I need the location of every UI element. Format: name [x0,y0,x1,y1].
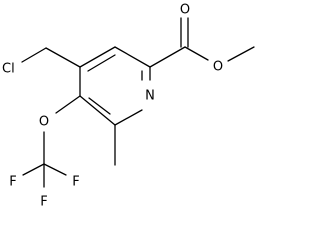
bond-c6-c5-inner [88,97,111,115]
bond-c4-ch2 [45,47,81,68]
fluorine-left-label: F [9,175,16,190]
fluorine-right-label: F [72,175,79,190]
bond-c3-c2 [114,46,151,68]
bond-n-c6 [114,109,143,126]
bond-c2-carbonyl [149,46,186,68]
bond-c4-c3-inner [87,54,116,72]
ring-nitrogen-label: N [145,89,155,104]
bond-carbonyl-ether-o [184,46,209,61]
ester-carbonyl-oxygen-label: O [180,3,190,18]
chloromethyl-group: Cl [2,47,81,77]
bond-c5-o [55,95,81,114]
ester-ether-oxygen-label: O [213,60,223,75]
ether-oxygen-label: O [39,115,49,130]
methyl-ester-group: O O [149,3,255,75]
chlorine-atom-label: Cl [2,62,15,77]
pyridine-ring [79,46,151,126]
bond-c4-c3 [79,46,116,68]
bond-ether-o-methyl [227,46,255,62]
fluorine-middle-label: F [40,195,47,210]
trifluoromethoxy-group: O F F F [9,95,81,210]
molecule-structure: Cl O O N O F F F [2,3,255,210]
bond-c6-c5 [79,95,116,126]
bond-ch2-cl [21,47,47,63]
bond-cf3-f-left [22,163,45,176]
bond-cf3-f-right [43,163,67,176]
